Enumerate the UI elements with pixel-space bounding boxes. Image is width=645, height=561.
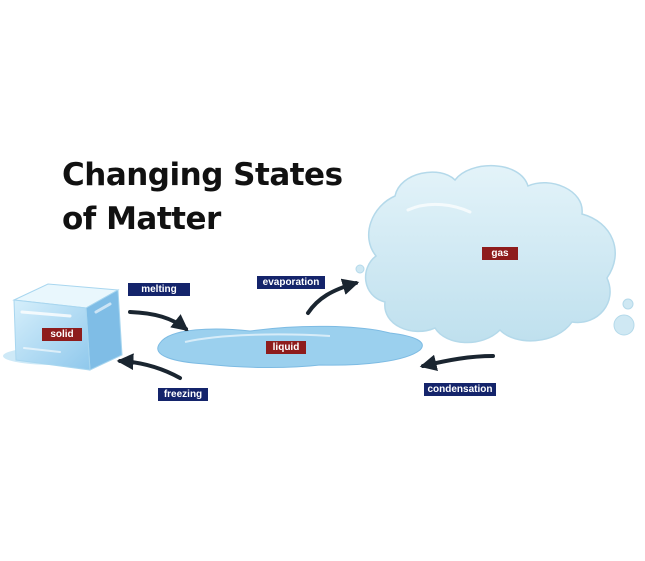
gas-label: gas xyxy=(482,247,518,260)
melting-arrow-icon xyxy=(128,310,189,332)
title-line-2: of Matter xyxy=(62,201,221,237)
evaporation-arrow-icon xyxy=(306,278,360,315)
condensation-arrow-icon xyxy=(419,354,495,372)
solid-label: solid xyxy=(42,328,82,341)
evaporation-label: evaporation xyxy=(257,276,325,289)
ice-cube-icon xyxy=(3,283,123,371)
title-line-1: Changing States xyxy=(62,157,343,193)
condensation-label: condensation xyxy=(424,383,496,396)
liquid-label: liquid xyxy=(266,341,306,354)
melting-label: melting xyxy=(128,283,190,296)
freezing-label: freezing xyxy=(158,388,208,401)
freezing-arrow-icon xyxy=(116,353,182,380)
